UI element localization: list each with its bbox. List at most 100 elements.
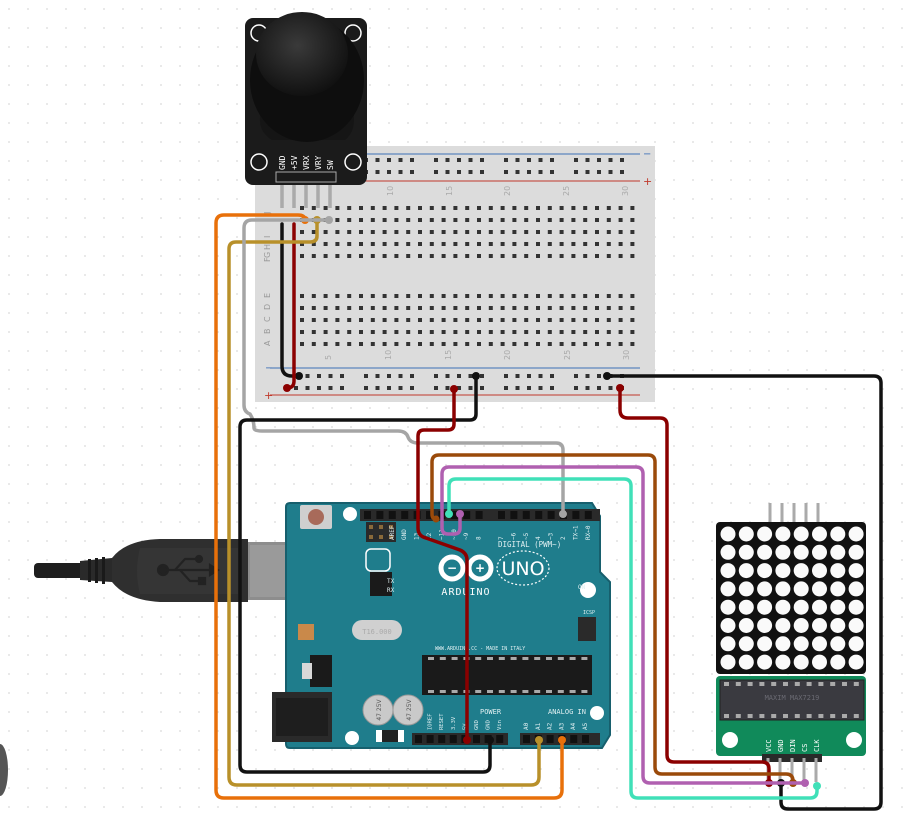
header-pin[interactable] — [415, 735, 422, 743]
breadboard-hole[interactable] — [524, 254, 529, 258]
breadboard-hole[interactable] — [406, 230, 411, 234]
breadboard-hole[interactable] — [536, 294, 540, 298]
breadboard-hole[interactable] — [559, 230, 564, 234]
rail-hole[interactable] — [585, 386, 590, 390]
rail-hole[interactable] — [434, 374, 438, 378]
rail-hole[interactable] — [387, 386, 391, 390]
header-pin[interactable] — [523, 735, 530, 743]
breadboard-hole[interactable] — [559, 294, 564, 298]
breadboard-hole[interactable] — [453, 342, 458, 346]
breadboard-hole[interactable] — [406, 342, 411, 346]
breadboard-hole[interactable] — [429, 230, 434, 234]
breadboard-hole[interactable] — [418, 206, 422, 210]
rail-hole[interactable] — [574, 158, 578, 162]
breadboard-hole[interactable] — [618, 342, 623, 346]
breadboard-hole[interactable] — [406, 254, 411, 258]
rail-hole[interactable] — [445, 374, 450, 378]
breadboard-hole[interactable] — [359, 318, 363, 322]
breadboard-hole[interactable] — [488, 318, 493, 322]
breadboard-hole[interactable] — [406, 318, 411, 322]
breadboard-hole[interactable] — [595, 318, 599, 322]
wire-pin10-to-cs[interactable] — [440, 465, 807, 785]
wire-rail-5v-to-matrix[interactable] — [618, 386, 771, 785]
breadboard-hole[interactable] — [465, 206, 470, 210]
breadboard-hole[interactable] — [571, 254, 576, 258]
breadboard-hole[interactable] — [382, 254, 387, 258]
breadboard-hole[interactable] — [571, 306, 576, 310]
rail-hole[interactable] — [375, 158, 380, 162]
breadboard-hole[interactable] — [311, 318, 316, 322]
breadboard-hole[interactable] — [500, 242, 505, 246]
rail-hole[interactable] — [480, 386, 484, 390]
breadboard-hole[interactable] — [630, 294, 635, 298]
rail-hole[interactable] — [527, 158, 531, 162]
breadboard-hole[interactable] — [300, 318, 304, 322]
breadboard-hole[interactable] — [500, 318, 505, 322]
breadboard-hole[interactable] — [547, 206, 552, 210]
breadboard-hole[interactable] — [453, 330, 458, 334]
breadboard-hole[interactable] — [606, 218, 611, 222]
breadboard-hole[interactable] — [347, 230, 352, 234]
rail-hole[interactable] — [504, 170, 508, 174]
breadboard-hole[interactable] — [370, 206, 375, 210]
rail-hole[interactable] — [550, 158, 554, 162]
rail-hole[interactable] — [294, 386, 298, 390]
header-pin[interactable] — [364, 511, 371, 519]
breadboard-hole[interactable] — [571, 242, 576, 246]
breadboard-hole[interactable] — [429, 330, 434, 334]
rail-hole[interactable] — [480, 158, 484, 162]
header-pin[interactable] — [582, 735, 589, 743]
breadboard-hole[interactable] — [347, 318, 352, 322]
breadboard-hole[interactable] — [583, 242, 588, 246]
breadboard-hole[interactable] — [547, 342, 552, 346]
rail-hole[interactable] — [538, 386, 543, 390]
breadboard-hole[interactable] — [524, 318, 529, 322]
breadboard-hole[interactable] — [500, 206, 505, 210]
breadboard-hole[interactable] — [536, 318, 540, 322]
rail-hole[interactable] — [375, 386, 380, 390]
breadboard-hole[interactable] — [547, 254, 552, 258]
rail-hole[interactable] — [574, 374, 578, 378]
joystick-knob[interactable] — [256, 12, 348, 96]
breadboard-hole[interactable] — [583, 294, 588, 298]
breadboard-hole[interactable] — [382, 330, 387, 334]
breadboard-hole[interactable] — [512, 330, 517, 334]
breadboard-hole[interactable] — [441, 254, 446, 258]
breadboard-hole[interactable] — [465, 330, 470, 334]
breadboard-hole[interactable] — [382, 206, 387, 210]
breadboard-hole[interactable] — [571, 294, 576, 298]
breadboard-hole[interactable] — [406, 242, 411, 246]
breadboard-hole[interactable] — [453, 254, 458, 258]
breadboard-hole[interactable] — [500, 306, 505, 310]
breadboard-hole[interactable] — [441, 318, 446, 322]
breadboard-hole[interactable] — [370, 306, 375, 310]
breadboard-hole[interactable] — [630, 330, 635, 334]
breadboard-hole[interactable] — [630, 306, 635, 310]
breadboard-hole[interactable] — [406, 330, 411, 334]
breadboard-hole[interactable] — [595, 254, 599, 258]
breadboard-hole[interactable] — [488, 218, 493, 222]
breadboard-hole[interactable] — [359, 294, 363, 298]
breadboard-hole[interactable] — [394, 230, 399, 234]
rail-hole[interactable] — [457, 374, 461, 378]
breadboard-hole[interactable] — [359, 218, 363, 222]
breadboard-hole[interactable] — [347, 306, 352, 310]
header-pin[interactable] — [498, 511, 505, 519]
breadboard-hole[interactable] — [335, 330, 340, 334]
breadboard-hole[interactable] — [618, 294, 623, 298]
breadboard-hole[interactable] — [300, 306, 304, 310]
rail-hole[interactable] — [340, 374, 344, 378]
breadboard-hole[interactable] — [394, 318, 399, 322]
breadboard-hole[interactable] — [559, 254, 564, 258]
breadboard-hole[interactable] — [429, 318, 434, 322]
breadboard-hole[interactable] — [524, 306, 529, 310]
rail-hole[interactable] — [387, 170, 391, 174]
rail-hole[interactable] — [305, 386, 310, 390]
breadboard-hole[interactable] — [382, 342, 387, 346]
breadboard-hole[interactable] — [323, 230, 328, 234]
breadboard-hole[interactable] — [630, 230, 635, 234]
breadboard-hole[interactable] — [453, 242, 458, 246]
breadboard-hole[interactable] — [512, 230, 517, 234]
rail-hole[interactable] — [410, 386, 414, 390]
